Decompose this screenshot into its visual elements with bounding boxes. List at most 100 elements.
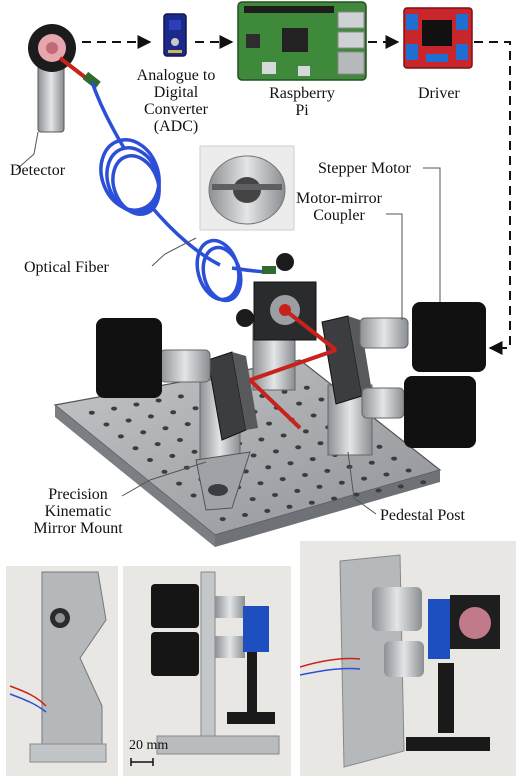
label-adc-line3: Converter bbox=[122, 101, 230, 118]
detector-device bbox=[28, 24, 101, 132]
breadboard-hole bbox=[272, 493, 278, 497]
breadboard-hole bbox=[126, 419, 132, 423]
breadboard-hole bbox=[133, 403, 139, 407]
breadboard-hole bbox=[296, 402, 302, 406]
label-adc-line2: Digital bbox=[122, 84, 230, 101]
label-adc-line4: (ADC) bbox=[122, 118, 230, 135]
fiber-connector bbox=[262, 266, 276, 274]
leader-coupler bbox=[386, 214, 402, 320]
breadboard-hole bbox=[258, 481, 264, 485]
breadboard-hole bbox=[398, 484, 404, 488]
breadboard-hole bbox=[251, 454, 257, 458]
breadboard-hole bbox=[89, 411, 95, 415]
breadboard-hole bbox=[317, 485, 323, 489]
breadboard-hole bbox=[265, 465, 271, 469]
photo-angled-view-drawing bbox=[300, 541, 516, 776]
breadboard-hole bbox=[309, 501, 315, 505]
label-coupler-line1: Motor-mirror bbox=[292, 190, 386, 207]
arrow-driver-to-motor bbox=[474, 42, 510, 348]
breadboard-hole bbox=[361, 477, 367, 481]
breadboard-hole bbox=[111, 407, 117, 411]
breadboard-hole bbox=[331, 497, 337, 501]
scale-bar-label: 20 mm bbox=[129, 738, 168, 754]
breadboard-hole bbox=[162, 470, 168, 474]
label-coupler-line2: Coupler bbox=[292, 207, 386, 224]
label-pedestal-post: Pedestal Post bbox=[380, 507, 465, 524]
breadboard-hole bbox=[353, 493, 359, 497]
label-raspberry-pi: Raspberry Pi bbox=[256, 85, 348, 119]
photo-back-view bbox=[6, 566, 118, 776]
breadboard-hole bbox=[163, 426, 169, 430]
breadboard-hole bbox=[376, 489, 382, 493]
adc-module bbox=[164, 14, 186, 56]
breadboard-hole bbox=[192, 450, 198, 454]
photo-side-view: 20 mm bbox=[123, 566, 291, 776]
label-pi-line2: Pi bbox=[256, 102, 348, 119]
breadboard-hole bbox=[258, 438, 264, 442]
breadboard-hole bbox=[318, 398, 324, 402]
breadboard-hole bbox=[383, 473, 389, 477]
breadboard-hole bbox=[281, 434, 287, 438]
breadboard-hole bbox=[406, 469, 412, 473]
breadboard-hole bbox=[103, 423, 109, 427]
breadboard-hole bbox=[310, 457, 316, 461]
label-mount-line1: Precision bbox=[26, 486, 130, 503]
label-detector: Detector bbox=[10, 162, 65, 179]
breadboard-hole bbox=[220, 517, 226, 521]
breadboard-hole bbox=[191, 494, 197, 498]
breadboard-hole bbox=[294, 489, 300, 493]
breadboard-hole bbox=[295, 445, 301, 449]
label-mirror-mount: Precision Kinematic Mirror Mount bbox=[26, 486, 130, 537]
raspberry-pi-board bbox=[238, 2, 366, 80]
breadboard-hole bbox=[250, 497, 256, 501]
breadboard-hole bbox=[185, 422, 191, 426]
breadboard-hole bbox=[155, 442, 161, 446]
breadboard-hole bbox=[318, 441, 324, 445]
breadboard-hole bbox=[280, 477, 286, 481]
label-stepper-motor: Stepper Motor bbox=[318, 160, 411, 177]
breadboard-hole bbox=[118, 434, 124, 438]
breadboard-hole bbox=[288, 461, 294, 465]
breadboard-hole bbox=[339, 481, 345, 485]
label-adc: Analogue to Digital Converter (ADC) bbox=[122, 67, 230, 135]
breadboard-hole bbox=[140, 430, 146, 434]
label-mount-line2: Kinematic bbox=[26, 503, 130, 520]
label-pi-line1: Raspberry bbox=[256, 85, 348, 102]
label-mount-line3: Mirror Mount bbox=[26, 520, 130, 537]
breadboard-hole bbox=[178, 394, 184, 398]
coupler-inset bbox=[200, 146, 294, 230]
breadboard-hole bbox=[287, 505, 293, 509]
breadboard-hole bbox=[264, 509, 270, 513]
breadboard-hole bbox=[169, 454, 175, 458]
breadboard-hole bbox=[147, 458, 153, 462]
breadboard-hole bbox=[311, 414, 317, 418]
breadboard-hole bbox=[304, 386, 310, 390]
leader-optical-fiber bbox=[152, 238, 196, 266]
breadboard-hole bbox=[273, 449, 279, 453]
breadboard-hole bbox=[176, 482, 182, 486]
photo-angled-view bbox=[300, 541, 516, 776]
label-adc-line1: Analogue to bbox=[122, 67, 230, 84]
breadboard-hole bbox=[324, 469, 330, 473]
breadboard-hole bbox=[242, 513, 248, 517]
breadboard-hole bbox=[303, 429, 309, 433]
label-driver: Driver bbox=[418, 85, 460, 102]
breadboard-hole bbox=[177, 438, 183, 442]
breadboard-hole bbox=[148, 414, 154, 418]
label-optical-fiber: Optical Fiber bbox=[24, 259, 109, 276]
breadboard-hole bbox=[302, 473, 308, 477]
label-coupler: Motor-mirror Coupler bbox=[292, 190, 386, 224]
breadboard-hole bbox=[156, 399, 162, 403]
breadboard-hole bbox=[193, 406, 199, 410]
photo-back-view-drawing bbox=[6, 566, 118, 776]
breadboard-hole bbox=[420, 480, 426, 484]
leader-stepper-motor bbox=[423, 168, 440, 302]
breadboard-hole bbox=[369, 461, 375, 465]
breadboard-hole bbox=[170, 410, 176, 414]
breadboard-hole bbox=[391, 457, 397, 461]
breadboard-hole bbox=[377, 445, 383, 449]
motor-driver-board bbox=[404, 8, 472, 68]
breadboard-hole bbox=[133, 446, 139, 450]
breadboard-hole bbox=[266, 422, 272, 426]
